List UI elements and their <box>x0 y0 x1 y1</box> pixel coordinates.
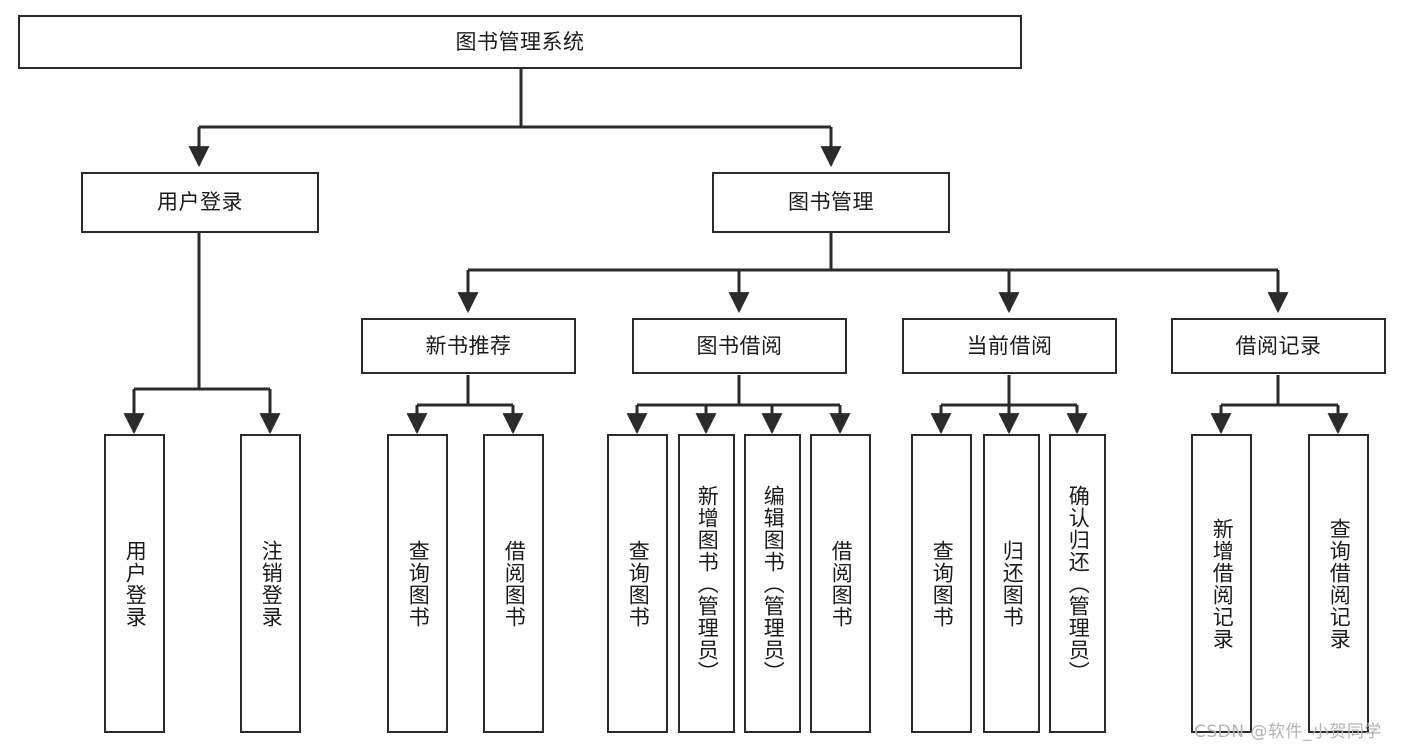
node-label: 用户登录 <box>157 190 243 215</box>
leaf-label: 借阅图书 <box>829 539 854 628</box>
node-label: 新书推荐 <box>425 333 512 358</box>
leaf-book-borrow-query-book[interactable]: 查询图书 <box>607 434 668 733</box>
leaf-current-borrow-query-book[interactable]: 查询图书 <box>911 434 972 733</box>
leaf-user-login-login[interactable]: 用户登录 <box>104 434 165 733</box>
node-borrow-record[interactable]: 借阅记录 <box>1171 318 1386 374</box>
leaf-current-borrow-return-book[interactable]: 归还图书 <box>983 434 1040 733</box>
leaf-label: 注销登录 <box>259 539 284 628</box>
leaf-new-book-query-book[interactable]: 查询图书 <box>387 434 448 733</box>
node-book-borrow[interactable]: 图书借阅 <box>632 318 847 374</box>
leaf-label: 查询图书 <box>406 539 431 628</box>
node-user-login[interactable]: 用户登录 <box>81 172 319 233</box>
node-label: 当前借阅 <box>966 333 1053 358</box>
leaf-label: 借阅图书 <box>502 539 527 628</box>
csdn-watermark: CSDN @软件_小贺同学 <box>1194 722 1382 742</box>
node-label: 借阅记录 <box>1235 333 1322 358</box>
leaf-borrow-record-add-record[interactable]: 新增借阅记录 <box>1191 434 1252 733</box>
leaf-label: 查询图书 <box>626 539 651 628</box>
leaf-current-borrow-confirm-return-admin[interactable]: 确认归还（管理员） <box>1049 434 1106 733</box>
leaf-label: 编辑图书（管理员） <box>761 484 786 683</box>
node-label: 图书管理系统 <box>455 29 585 54</box>
node-new-book-recommend[interactable]: 新书推荐 <box>361 318 576 374</box>
leaf-book-borrow-edit-book-admin[interactable]: 编辑图书（管理员） <box>744 434 801 733</box>
leaf-new-book-borrow-book[interactable]: 借阅图书 <box>483 434 544 733</box>
leaf-label: 新增借阅记录 <box>1210 517 1235 650</box>
leaf-label: 确认归还（管理员） <box>1066 484 1091 683</box>
node-root-book-management-system[interactable]: 图书管理系统 <box>18 15 1022 69</box>
leaf-label: 归还图书 <box>1000 539 1025 628</box>
leaf-borrow-record-query-record[interactable]: 查询借阅记录 <box>1308 434 1369 733</box>
leaf-user-login-logout[interactable]: 注销登录 <box>240 434 301 733</box>
leaf-book-borrow-add-book-admin[interactable]: 新增图书（管理员） <box>678 434 735 733</box>
leaf-label: 查询图书 <box>930 539 955 628</box>
leaf-label: 用户登录 <box>123 539 148 628</box>
node-book-management[interactable]: 图书管理 <box>712 172 950 233</box>
node-label: 图书借阅 <box>696 333 783 358</box>
leaf-label: 新增图书（管理员） <box>695 484 720 683</box>
node-current-borrow[interactable]: 当前借阅 <box>902 318 1117 374</box>
node-label: 图书管理 <box>788 190 874 215</box>
leaf-label: 查询借阅记录 <box>1327 517 1352 650</box>
leaf-book-borrow-borrow-book[interactable]: 借阅图书 <box>810 434 871 733</box>
